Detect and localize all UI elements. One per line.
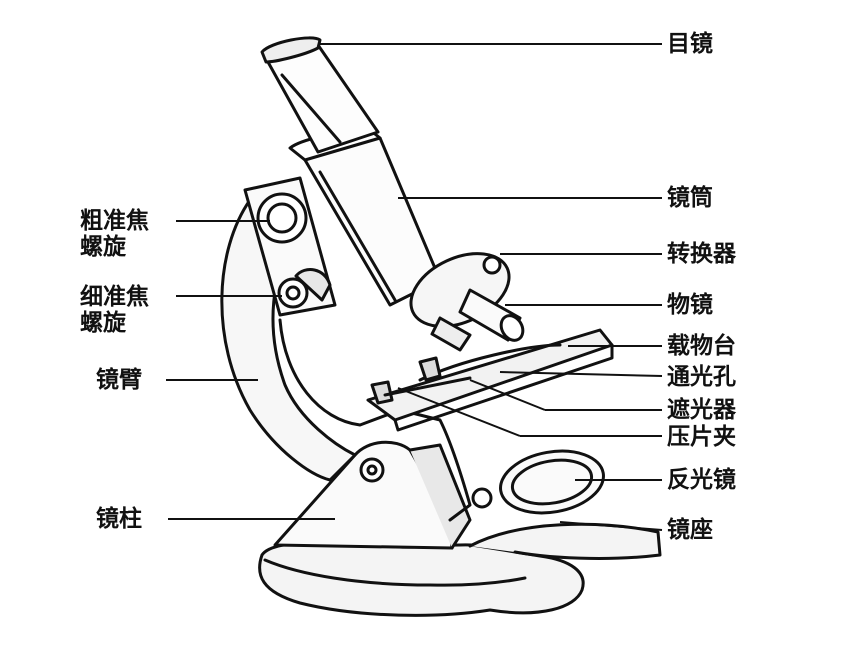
coarse-knob xyxy=(256,192,308,244)
stage-clip xyxy=(370,380,394,405)
label-pillar: 镜柱 xyxy=(96,506,142,532)
label-base: 镜座 xyxy=(667,517,713,543)
label-coarse-focus-line1: 粗准焦 xyxy=(80,208,149,234)
label-coarse-focus-line2: 螺旋 xyxy=(80,234,126,260)
leader-diaphragm xyxy=(469,379,546,411)
eyepiece-tube xyxy=(266,43,380,154)
label-stage-hole: 通光孔 xyxy=(667,364,736,390)
label-stage: 载物台 xyxy=(667,333,736,359)
label-nosepiece: 转换器 xyxy=(667,241,736,267)
label-fine-focus: 细准焦 螺旋 xyxy=(80,284,149,336)
label-fine-focus-line1: 细准焦 xyxy=(80,284,149,310)
stage-plate xyxy=(366,328,614,422)
label-arm: 镜臂 xyxy=(96,367,142,393)
label-fine-focus-line2: 螺旋 xyxy=(80,310,126,336)
leader-stage-hole xyxy=(499,371,663,377)
label-objective: 物镜 xyxy=(667,292,713,318)
leader-base xyxy=(559,521,663,531)
label-diaphragm: 遮光器 xyxy=(667,397,736,423)
label-eyepiece: 目镜 xyxy=(667,31,713,57)
mirror-shape xyxy=(499,449,605,515)
label-mirror: 反光镜 xyxy=(667,467,736,493)
label-tube: 镜筒 xyxy=(667,185,713,211)
leader-clips xyxy=(397,387,521,437)
label-coarse-focus: 粗准焦 螺旋 xyxy=(80,208,149,260)
fine-knob xyxy=(277,277,309,309)
label-stage-clips: 压片夹 xyxy=(667,424,736,450)
arm-shape xyxy=(220,198,357,482)
